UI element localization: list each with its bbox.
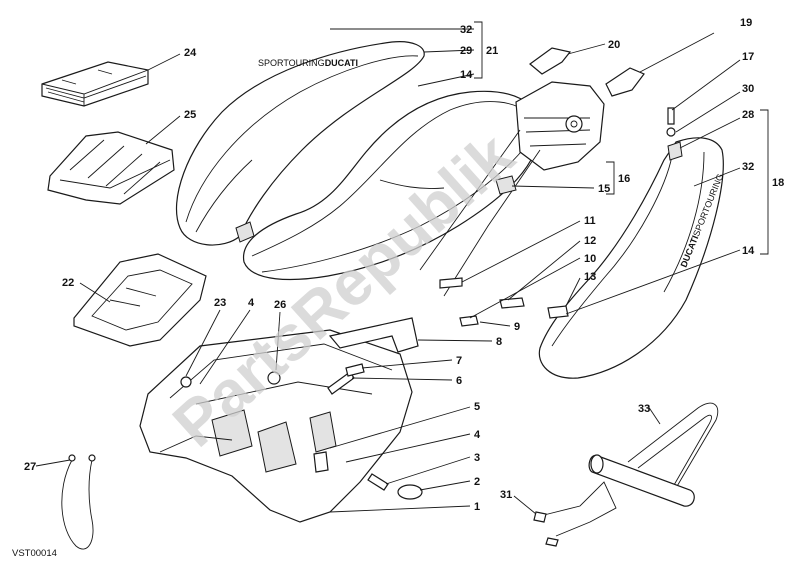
bolt-17[interactable] — [667, 107, 675, 125]
nut-26[interactable] — [267, 371, 281, 385]
callout-13: 13 — [584, 271, 596, 283]
diagram-code: VST00014 — [12, 548, 57, 559]
strap-27[interactable] — [61, 454, 96, 550]
seat-clip-rear[interactable] — [605, 67, 645, 97]
grommet-23[interactable] — [180, 376, 192, 388]
callout-14-top: 14 — [460, 69, 473, 81]
callout-2: 2 — [474, 476, 480, 488]
callout-30: 30 — [742, 83, 754, 95]
callout-17: 17 — [742, 51, 754, 63]
callout-18: 18 — [772, 177, 784, 189]
mounting-bracket[interactable] — [328, 317, 419, 353]
seat-clip-front[interactable] — [529, 47, 572, 75]
grommet-2[interactable] — [397, 484, 423, 500]
storage-tray[interactable] — [73, 253, 207, 347]
callout-20: 20 — [608, 39, 620, 51]
bolt-10[interactable] — [499, 297, 525, 309]
callout-4-lower: 4 — [474, 429, 481, 441]
leader-lines — [35, 21, 769, 515]
callout-23: 23 — [214, 297, 226, 309]
callout-19: 19 — [740, 17, 752, 29]
callout-14-right: 14 — [742, 245, 755, 257]
screw-11[interactable] — [439, 277, 463, 289]
owners-manual[interactable] — [41, 61, 149, 107]
washer-9[interactable] — [459, 315, 479, 327]
callout-26: 26 — [274, 299, 286, 311]
callout-11: 11 — [584, 215, 596, 227]
callout-7: 7 — [456, 355, 462, 367]
callout-29: 29 — [460, 45, 472, 57]
main-seat[interactable] — [242, 90, 541, 281]
callout-3: 3 — [474, 452, 480, 464]
callout-28: 28 — [742, 109, 754, 121]
callout-5: 5 — [474, 401, 480, 413]
callout-22: 22 — [62, 277, 74, 289]
cable-31[interactable] — [533, 481, 617, 547]
callout-9: 9 — [514, 321, 520, 333]
seat-lock-mechanism[interactable] — [419, 81, 605, 297]
grommet[interactable] — [495, 175, 517, 195]
callout-21: 21 — [486, 45, 498, 57]
callout-labels: 32 29 21 14 24 25 20 19 17 30 28 32 18 1… — [24, 17, 784, 513]
nut-5[interactable] — [313, 451, 329, 473]
callout-4-upper: 4 — [248, 297, 255, 309]
tool-pouch[interactable] — [47, 131, 175, 205]
washer-30[interactable] — [666, 127, 676, 137]
bolt-7[interactable] — [345, 363, 365, 377]
callout-32-right: 32 — [742, 161, 754, 173]
callout-8: 8 — [496, 336, 502, 348]
callout-15: 15 — [598, 183, 610, 195]
callout-32-top: 32 — [460, 24, 472, 36]
u-lock-33[interactable] — [588, 402, 719, 507]
seat-cowl-left[interactable] — [175, 41, 425, 246]
callout-25: 25 — [184, 109, 196, 121]
callout-1: 1 — [474, 501, 480, 513]
spacer-13[interactable] — [547, 305, 569, 319]
callout-24: 24 — [184, 47, 197, 59]
callout-10: 10 — [584, 253, 596, 265]
callout-6: 6 — [456, 375, 462, 387]
callout-33: 33 — [638, 403, 650, 415]
callout-27: 27 — [24, 461, 36, 473]
callout-12: 12 — [584, 235, 596, 247]
seat-cowl-right[interactable] — [538, 137, 724, 379]
callout-31: 31 — [500, 489, 512, 501]
screw-3[interactable] — [367, 473, 389, 491]
callout-16: 16 — [618, 173, 630, 185]
seat-brand-text-cowl: SPORTOURINGDUCATI — [258, 58, 358, 68]
